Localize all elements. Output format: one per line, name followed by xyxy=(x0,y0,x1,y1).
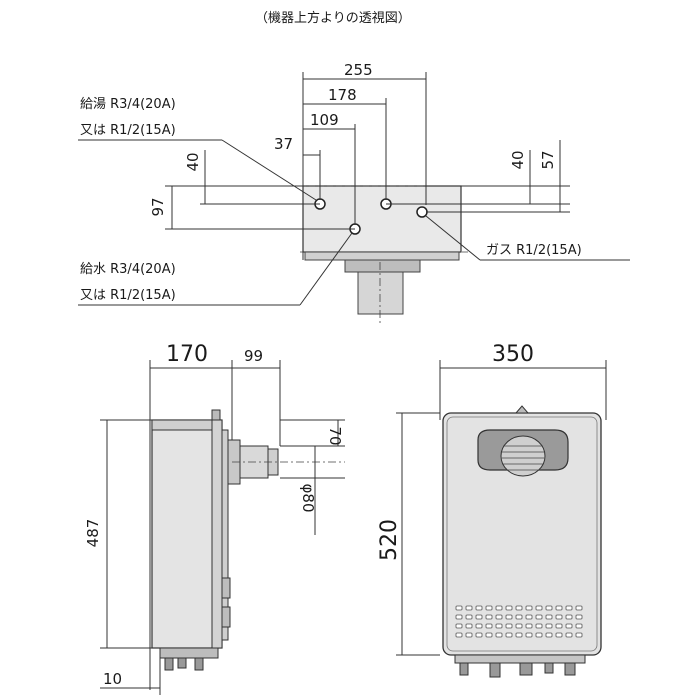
dim-40-left: 40 xyxy=(184,152,202,171)
cold-water-label-1: 給水 R3/4(20A) xyxy=(80,262,176,277)
side-view: 170 99 70 φ80 487 10 xyxy=(84,342,345,695)
top-view-bottom-edge xyxy=(304,251,460,261)
dim-37: 37 xyxy=(274,135,293,153)
dim-178: 178 xyxy=(328,86,357,104)
top-view-body xyxy=(302,185,462,253)
dim-10: 10 xyxy=(103,670,122,688)
hot-water-label-2: 又は R1/2(15A) xyxy=(80,123,176,138)
dim-57: 57 xyxy=(539,150,557,169)
top-view-title: （機器上方よりの透視図） xyxy=(255,10,411,26)
gas-label: ガス R1/2(15A) xyxy=(486,243,582,258)
cold-water-label-2: 又は R1/2(15A) xyxy=(80,288,176,303)
dim-255: 255 xyxy=(344,61,373,79)
dim-40-right: 40 xyxy=(509,150,527,169)
dim-109: 109 xyxy=(310,111,339,129)
dim-70: 70 xyxy=(326,426,344,445)
vent-holes xyxy=(455,605,583,638)
hot-water-label-1: 給湯 R3/4(20A) xyxy=(80,97,176,112)
dim-170: 170 xyxy=(166,342,208,367)
dim-487: 487 xyxy=(84,519,102,548)
dim-350: 350 xyxy=(492,342,534,367)
top-view-flue-base xyxy=(344,259,421,273)
side-view-body xyxy=(151,419,223,649)
dim-phi80: φ80 xyxy=(299,484,317,513)
top-view: 255 178 109 37 40 97 40 57 xyxy=(78,61,630,325)
front-view: 350 520 xyxy=(377,342,607,678)
dim-99: 99 xyxy=(244,347,263,365)
gas-port xyxy=(416,206,428,218)
top-view-flue-pipe xyxy=(357,271,404,315)
dim-520: 520 xyxy=(377,519,402,561)
gas-leader xyxy=(425,215,481,261)
dim-97: 97 xyxy=(149,197,167,216)
